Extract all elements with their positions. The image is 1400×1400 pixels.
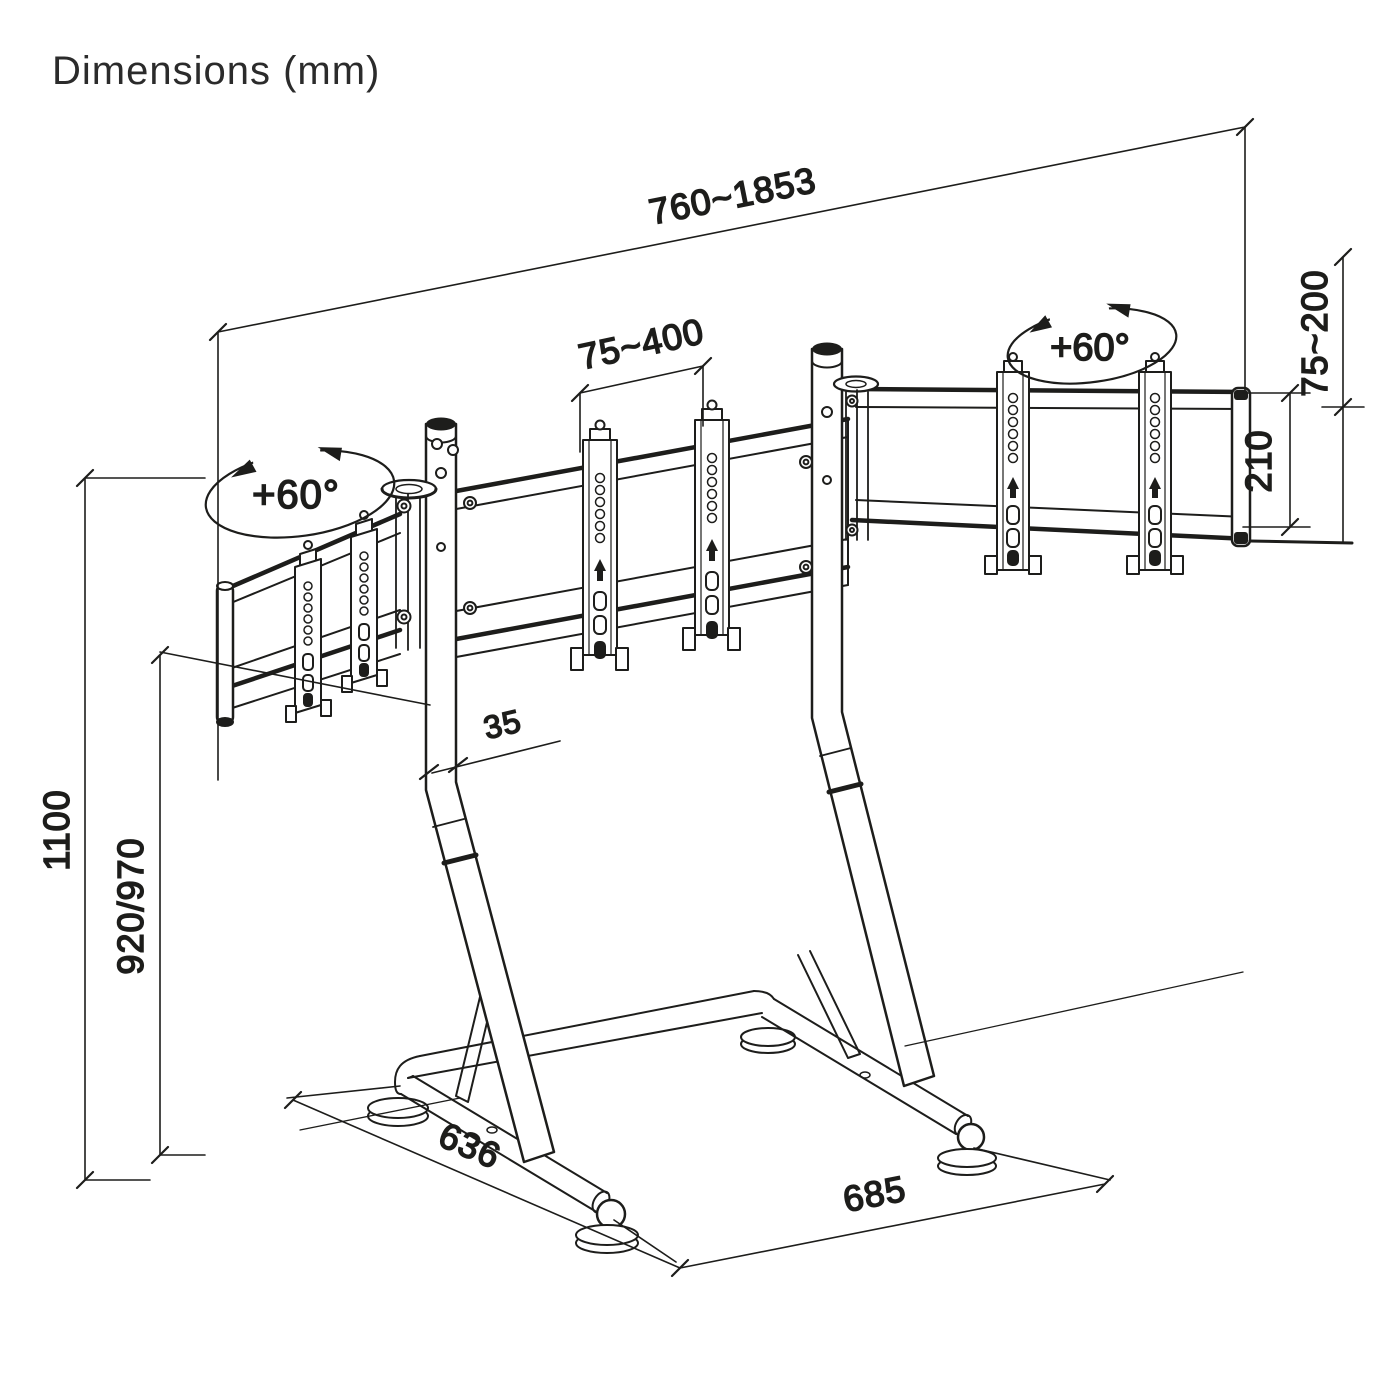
dim-base-side-right [679,971,1244,1269]
dim-bracket-spacing [570,356,713,453]
left-foot-tube [412,1075,608,1194]
cross-tube [419,990,755,1057]
dim-rail-height [1242,383,1311,537]
arrowhead [1029,315,1053,333]
right-swivel-hinge [799,375,880,574]
dim-total-height [75,468,206,1190]
pole-cap [812,342,842,356]
swivel-label-left: +60° [252,473,340,517]
dim-label-total-height: 1100 [36,789,77,870]
arrowhead [317,447,342,462]
vesa-bracket-right-2 [1126,352,1184,575]
hole-column [594,472,606,544]
arrow-glyph [594,559,606,571]
vesa-bracket-right-1 [984,352,1042,575]
dim-height-adjustment [1321,247,1365,544]
left-pole [424,417,556,1164]
dim-label-rail-height: 210 [1238,429,1279,492]
arrowhead [231,459,257,478]
arrowhead [1106,303,1131,318]
dim-label-total-width: 760~1853 [646,159,820,232]
vesa-bracket-center-2 [682,399,741,651]
right-pole [810,342,936,1088]
left-swivel-arc [204,436,396,539]
vesa-bracket-left-2 [341,510,388,693]
dim-beam-floor-height [150,645,431,1165]
vesa-bracket-left-1 [285,540,332,723]
dim-total-width [208,117,1255,781]
rail-end-post [215,582,235,726]
hole-column [706,452,718,524]
stand-illustration [215,342,1354,1254]
right-swivel-arc [1006,295,1178,385]
pole-cap [426,417,456,431]
dim-label-tube-diameter: 35 [480,703,525,747]
left-swivel-hinge [380,438,477,651]
dim-label-base-side-right: 685 [840,1168,910,1220]
dim-label-base-side-left: 636 [433,1114,507,1177]
dimension-layer: 760~1853 75~400 75~200 210 1100 [35,117,1365,1278]
right-foot-tube [773,998,969,1117]
rail-end-bracket [1230,386,1252,548]
right-front-foot [956,1122,986,1152]
right-wing-rail [849,386,1354,548]
support-struts [455,950,861,1103]
arrow-glyph [706,539,718,551]
swivel-label-right: +60° [1050,327,1130,369]
dim-label-height-adjustment: 75~200 [1294,269,1335,396]
dim-tube-diameter [418,740,561,781]
page-title: Dimensions (mm) [52,49,380,93]
dim-label-beam-floor-height: 920/970 [110,837,151,974]
vesa-bracket-center-1 [570,419,629,671]
dim-label-bracket-spacing: 75~400 [575,310,708,377]
center-beam [437,416,851,661]
